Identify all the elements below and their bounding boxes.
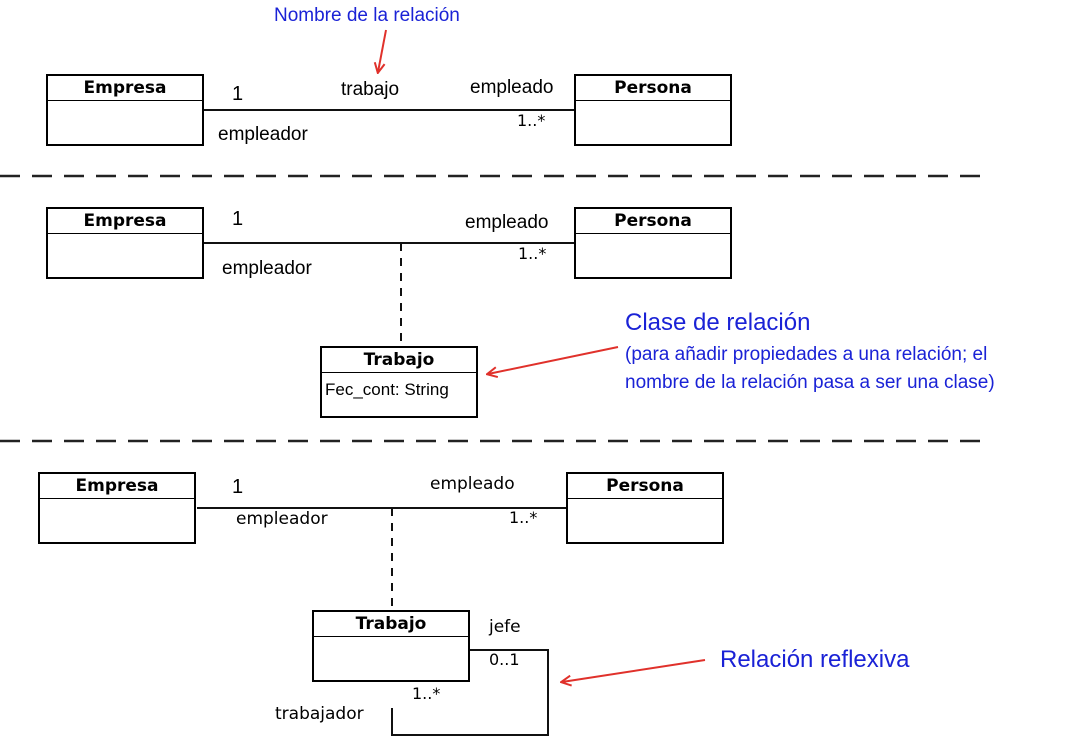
association-name: trabajo <box>341 79 400 100</box>
left-multiplicity: 1 <box>232 83 244 105</box>
reflexive-association-line <box>391 649 549 736</box>
class-name: Empresa <box>48 76 202 101</box>
right-multiplicity: 1..* <box>518 244 547 263</box>
class-name: Empresa <box>40 474 194 499</box>
class-name: Persona <box>576 76 730 101</box>
reflexive-annotation: Relación reflexiva <box>720 646 910 673</box>
class-empresa-3: Empresa <box>38 472 196 544</box>
relation-name-annotation: Nombre de la relación <box>274 5 460 26</box>
left-role: empleador <box>218 124 308 145</box>
assoc-class-trabajo-3: Trabajo <box>312 610 470 682</box>
class-name: Trabajo <box>322 348 476 373</box>
self-multiplicity-top: 0..1 <box>489 650 520 669</box>
assoc-class-annotation-line1: (para añadir propiedades a una relación;… <box>625 344 988 365</box>
right-multiplicity: 1..* <box>509 508 538 527</box>
class-attribute: Fec_cont: String <box>325 380 449 399</box>
self-multiplicity-bottom: 1..* <box>412 684 441 703</box>
class-name: Persona <box>576 209 730 234</box>
left-role: empleador <box>236 509 328 529</box>
self-role-bottom: trabajador <box>275 704 364 724</box>
assoc-class-arrow <box>488 346 619 374</box>
class-name: Empresa <box>48 209 202 234</box>
class-persona-3: Persona <box>566 472 724 544</box>
assoc-class-annotation-line2: nombre de la relación pasa a ser una cla… <box>625 372 995 393</box>
class-empresa-1: Empresa <box>46 74 204 146</box>
right-multiplicity: 1..* <box>517 111 546 130</box>
assoc-class-annotation-title: Clase de relación <box>625 309 811 336</box>
class-persona-1: Persona <box>574 74 732 146</box>
left-multiplicity: 1 <box>232 208 244 230</box>
right-role: empleado <box>470 77 554 98</box>
left-role: empleador <box>222 258 312 279</box>
right-role: empleado <box>430 474 515 494</box>
class-empresa-2: Empresa <box>46 207 204 279</box>
class-name: Trabajo <box>314 612 468 637</box>
self-role-top: jefe <box>489 617 521 637</box>
class-name: Persona <box>568 474 722 499</box>
reflexive-arrow <box>562 659 706 682</box>
assoc-class-trabajo-2: Trabajo Fec_cont: String <box>320 346 478 418</box>
left-multiplicity: 1 <box>232 476 244 498</box>
relation-name-arrow <box>378 29 387 72</box>
right-role: empleado <box>465 212 549 233</box>
class-persona-2: Persona <box>574 207 732 279</box>
